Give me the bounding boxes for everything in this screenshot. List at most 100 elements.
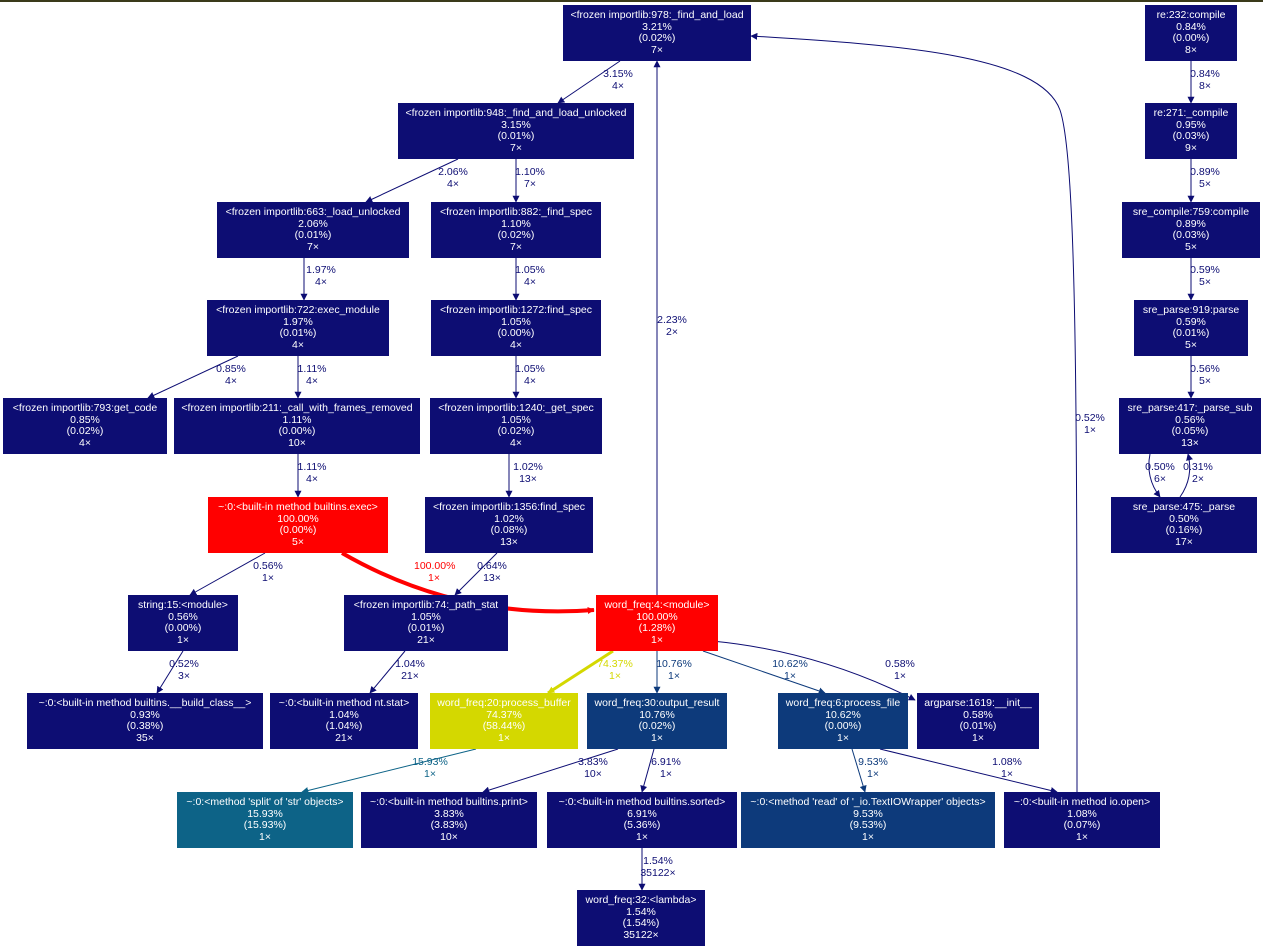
edge-call-count: 5× [1199, 177, 1211, 190]
node-self-time: (0.01%) [279, 327, 317, 339]
edge-percentage: 0.50% [1145, 461, 1175, 473]
edge-percentage: 1.97% [306, 264, 336, 276]
node-call-count: 5× [1185, 338, 1197, 351]
edge-percentage: 1.08% [992, 756, 1022, 768]
node-total-time: 3.83% [434, 807, 464, 820]
node-self-time: (0.02%) [66, 425, 104, 437]
graph-node-string-module[interactable]: string:15:<module>0.56%(0.00%)1× [128, 595, 238, 651]
edge-label-e33: 0.31%2× [1178, 461, 1218, 485]
node-total-time: 1.08% [1067, 807, 1097, 820]
node-self-time: (0.00%) [279, 524, 317, 536]
edge-call-count: 1× [262, 571, 274, 584]
graph-node-nt-stat[interactable]: ~:0:<built-in method nt.stat>1.04%(1.04%… [270, 693, 418, 749]
node-total-time: 1.05% [501, 315, 531, 328]
edge-percentage: 3.83% [578, 756, 608, 768]
graph-edge-e2 [365, 158, 459, 203]
node-total-time: 1.97% [283, 315, 313, 328]
graph-node-print[interactable]: ~:0:<built-in method builtins.print>3.83… [361, 792, 537, 848]
node-self-time: (9.53%) [849, 819, 887, 831]
node-function-name: <frozen importlib:74:_path_stat [353, 599, 499, 611]
graph-node-build-class[interactable]: ~:0:<built-in method builtins.__build_cl… [27, 693, 263, 749]
node-self-time: (0.01%) [294, 229, 332, 241]
graph-node-call-with-frames[interactable]: <frozen importlib:211:_call_with_frames_… [174, 398, 420, 454]
node-function-name: ~:0:<method 'read' of '_io.TextIOWrapper… [750, 796, 986, 808]
node-function-name: <frozen importlib:793:get_code [12, 402, 158, 414]
node-call-count: 1× [177, 633, 189, 646]
node-function-name: word_freq:20:process_buffer [437, 697, 571, 709]
edge-percentage: 100.00% [414, 560, 456, 572]
graph-node-find-and-load-unlocked[interactable]: <frozen importlib:948:_find_and_load_unl… [398, 103, 634, 159]
node-total-time: 74.37% [486, 708, 522, 721]
graph-edge-e15 [156, 650, 184, 694]
edge-label-e5: 1.05%4× [510, 264, 550, 288]
node-function-name: word_freq:32:<lambda> [585, 894, 697, 906]
edge-call-count: 13× [519, 472, 537, 485]
node-function-name: <frozen importlib:722:exec_module [216, 304, 380, 316]
graph-node-split[interactable]: ~:0:<method 'split' of 'str' objects>15.… [177, 792, 353, 848]
edge-label-e1: 3.15%4× [598, 68, 638, 92]
node-total-time: 100.00% [636, 610, 678, 623]
edge-call-count: 1× [424, 767, 436, 780]
node-call-count: 1× [651, 633, 663, 646]
edge-percentage: 0.56% [253, 560, 283, 572]
edge-call-count: 13× [483, 571, 501, 584]
edge-call-count: 5× [1199, 374, 1211, 387]
node-call-count: 13× [1181, 436, 1199, 449]
node-self-time: (0.02%) [638, 720, 676, 732]
node-self-time: (15.93%) [243, 819, 287, 831]
node-function-name: <frozen importlib:1356:find_spec [432, 501, 586, 513]
node-self-time: (0.16%) [1165, 524, 1203, 536]
node-total-time: 0.95% [1176, 118, 1206, 131]
node-call-count: 21× [335, 731, 353, 744]
graph-node-io-open[interactable]: ~:0:<built-in method io.open>1.08%(0.07%… [1004, 792, 1160, 848]
edge-percentage: 74.37% [597, 658, 633, 670]
edge-label-e20: 0.58%1× [880, 658, 920, 682]
graph-node-word-freq-module[interactable]: word_freq:4:<module>100.00%(1.28%)1× [596, 595, 718, 651]
node-self-time: (0.07%) [1063, 819, 1101, 831]
node-call-count: 7× [510, 240, 522, 253]
node-total-time: 1.05% [501, 413, 531, 426]
edge-percentage: 15.93% [412, 756, 448, 768]
graph-node-read[interactable]: ~:0:<method 'read' of '_io.TextIOWrapper… [741, 792, 995, 848]
node-self-time: (0.01%) [407, 622, 445, 634]
edge-label-e17: 74.37%1× [595, 658, 635, 682]
edge-call-count: 1× [668, 669, 680, 682]
node-self-time: (0.01%) [959, 720, 997, 732]
node-function-name: ~:0:<method 'split' of 'str' objects> [186, 796, 344, 808]
edge-percentage: 3.15% [603, 68, 633, 80]
edge-percentage: 1.11% [297, 363, 327, 375]
edge-label-e11: 0.56%1× [248, 560, 288, 584]
node-function-name: ~:0:<built-in method builtins.__build_cl… [38, 697, 252, 709]
node-total-time: 0.50% [1169, 512, 1199, 525]
node-call-count: 35122× [623, 928, 659, 941]
edge-percentage: 9.53% [858, 756, 888, 768]
node-function-name: ~:0:<built-in method builtins.sorted> [558, 796, 726, 808]
graph-node-argparse-init[interactable]: argparse:1619:__init__0.58%(0.01%)1× [917, 693, 1039, 749]
graph-node-lambda[interactable]: word_freq:32:<lambda>1.54%(1.54%)35122× [577, 890, 705, 946]
edge-call-count: 1× [1001, 767, 1013, 780]
node-total-time: 6.91% [627, 807, 657, 820]
graph-node-sorted[interactable]: ~:0:<built-in method builtins.sorted>6.9… [547, 792, 737, 848]
edge-call-count: 5× [1199, 275, 1211, 288]
edge-call-count: 7× [524, 177, 536, 190]
graph-node-exec[interactable]: ~:0:<built-in method builtins.exec>100.0… [208, 497, 388, 553]
